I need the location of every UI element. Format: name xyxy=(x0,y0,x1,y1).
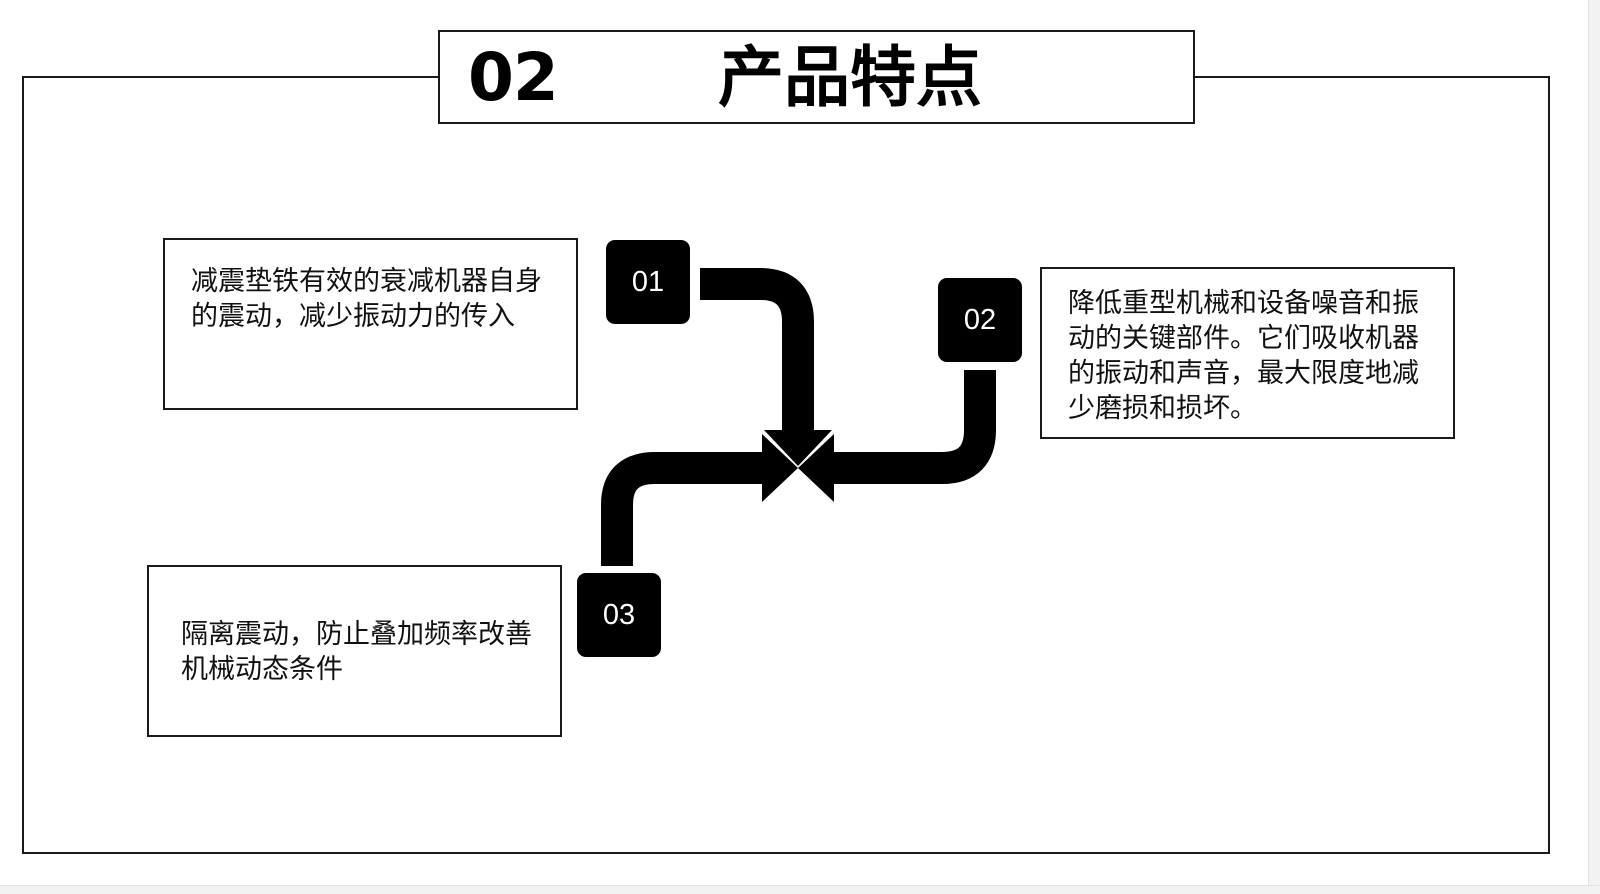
badge-02: 02 xyxy=(938,278,1022,362)
badge-01-label: 01 xyxy=(631,265,665,298)
feature-text-box-02: 降低重型机械和设备噪音和振动的关键部件。它们吸收机器的振动和声音，最大限度地减少… xyxy=(1040,267,1455,439)
badge-03-label: 03 xyxy=(602,598,636,631)
feature-text-01: 减震垫铁有效的衰减机器自身的震动，减少振动力的传入 xyxy=(191,266,542,332)
badge-03: 03 xyxy=(577,573,661,657)
title-box: 02 产品特点 xyxy=(438,30,1195,124)
feature-text-box-03: 隔离震动，防止叠加频率改善机械动态条件 xyxy=(147,565,562,737)
feature-text-02: 降低重型机械和设备噪音和振动的关键部件。它们吸收机器的振动和声音，最大限度地减少… xyxy=(1068,288,1419,424)
slide-scrollbar-edge xyxy=(1588,0,1600,893)
content-frame xyxy=(22,76,1550,854)
slide-bottom-edge xyxy=(0,885,1600,894)
badge-02-label: 02 xyxy=(963,303,997,336)
section-number: 02 xyxy=(468,39,559,116)
feature-text-box-01: 减震垫铁有效的衰减机器自身的震动，减少振动力的传入 xyxy=(163,238,578,410)
feature-text-03: 隔离震动，防止叠加频率改善机械动态条件 xyxy=(181,619,532,685)
section-title: 产品特点 xyxy=(718,39,982,116)
badge-01: 01 xyxy=(606,240,690,324)
